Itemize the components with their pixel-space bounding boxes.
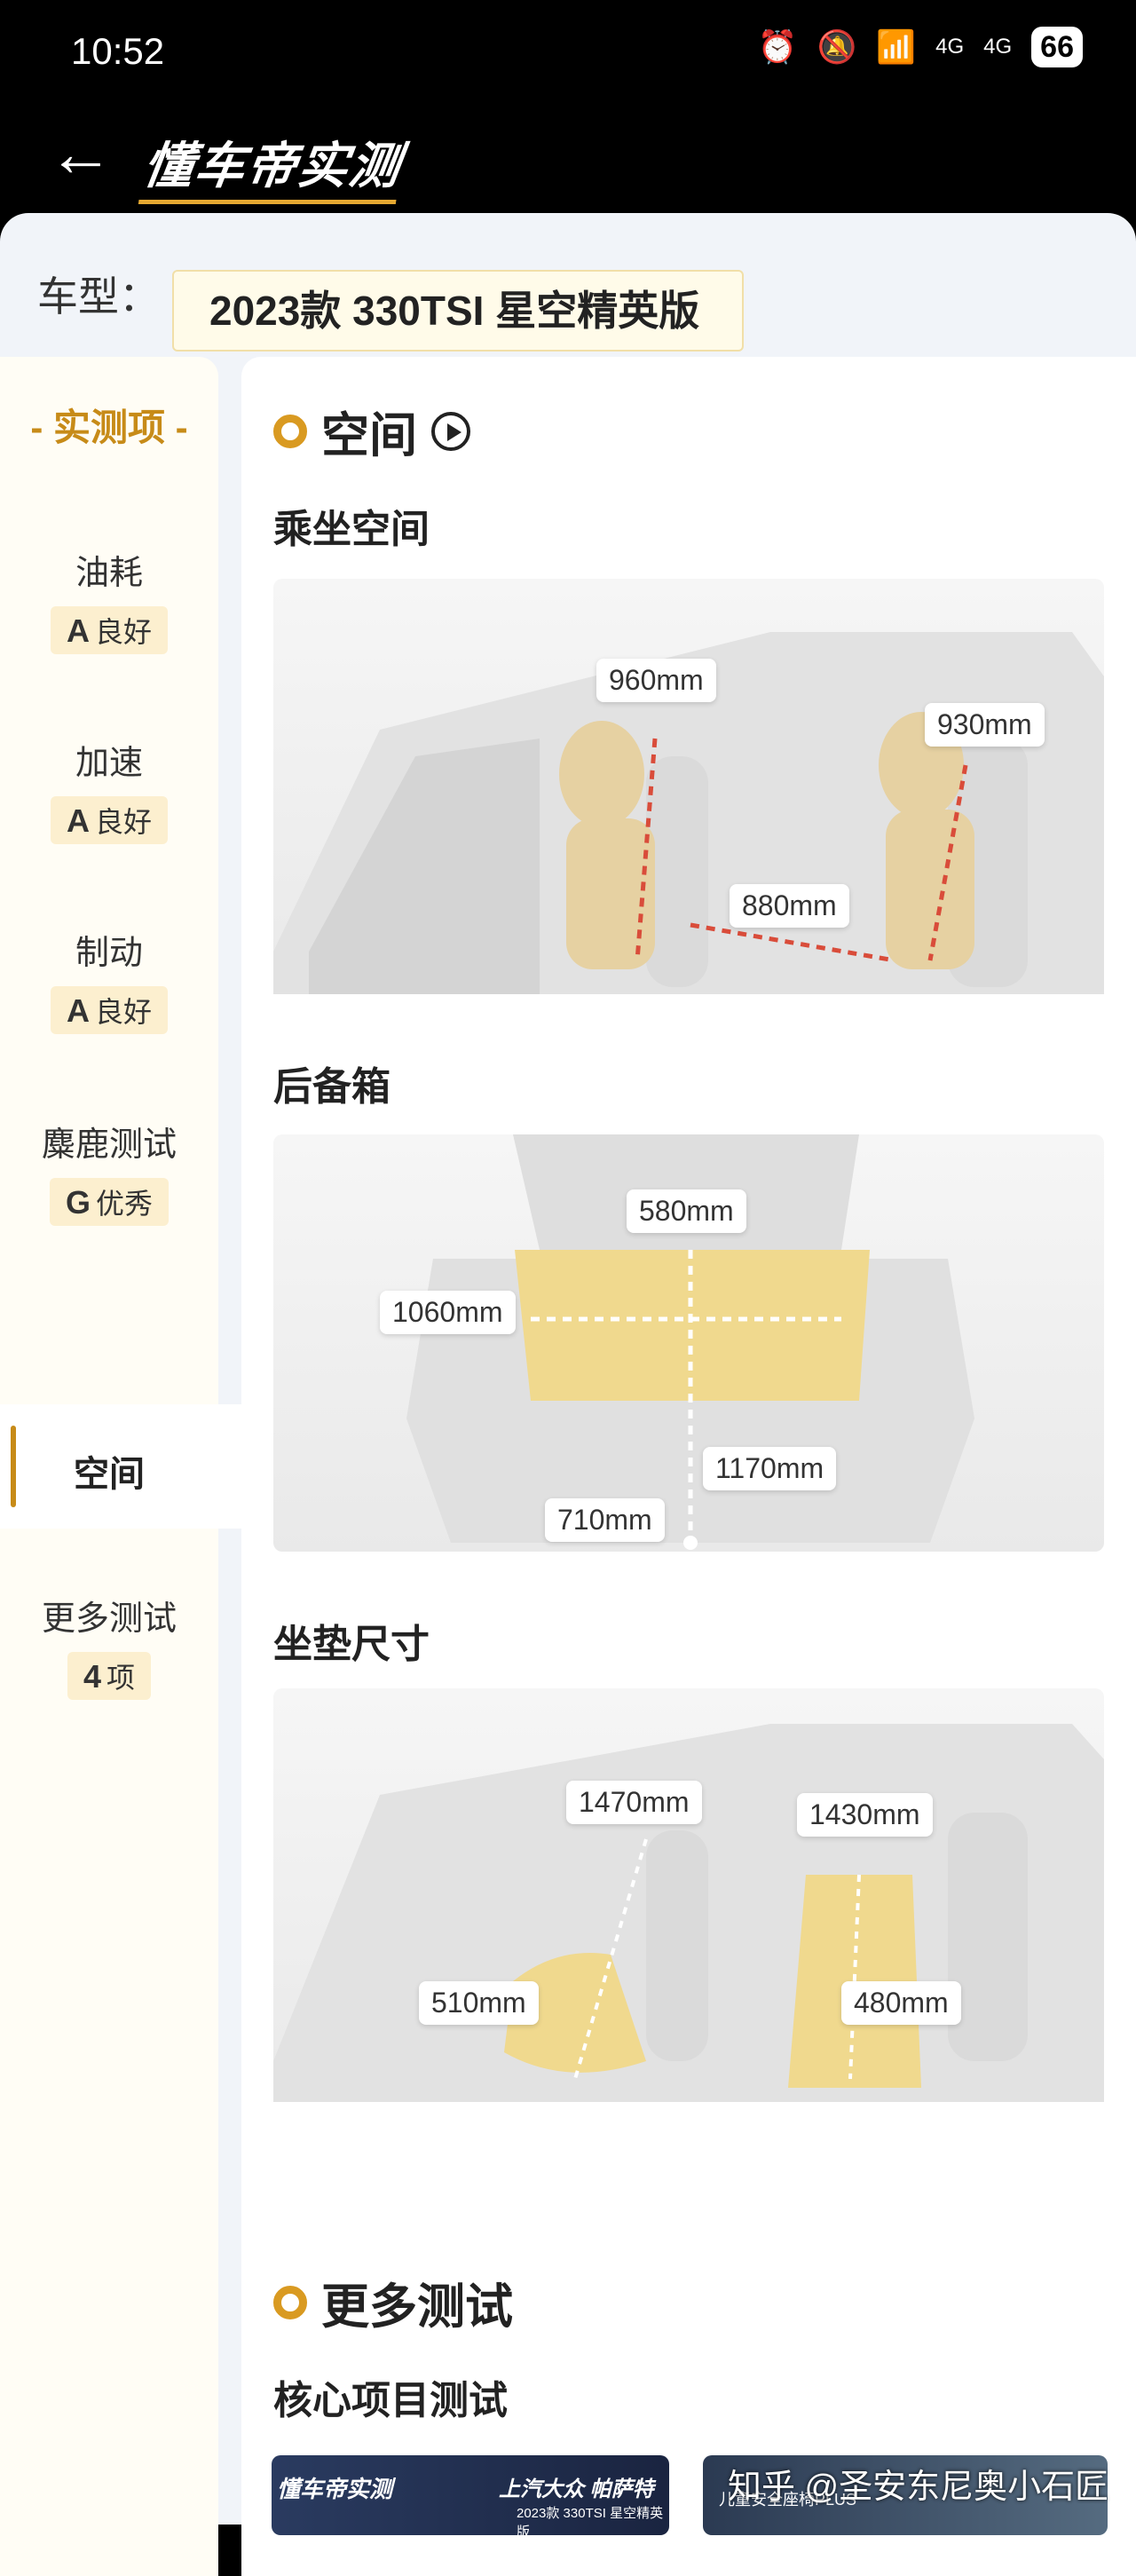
watermark: 知乎 @圣安东尼奥小石匠	[728, 2469, 1109, 2506]
cushion-image: 1470mm 1430mm 510mm 480mm	[273, 1688, 1104, 2102]
trunk-title: 后备箱	[273, 1065, 390, 1109]
trunk-depth-label: 580mm	[627, 1189, 746, 1233]
trunk-image: 580mm 1060mm 1170mm 710mm	[273, 1134, 1104, 1552]
section-ring-icon	[273, 2285, 307, 2319]
seating-illustration	[273, 632, 1104, 994]
sidebar-item-label: 加速	[75, 745, 143, 782]
mute-icon: 🔕	[816, 28, 857, 65]
rear-headroom-label: 930mm	[925, 703, 1045, 747]
seating-title: 乘坐空间	[273, 508, 430, 551]
status-icons: ⏰ 🔕 📶 4G 4G 66	[758, 27, 1083, 67]
status-time: 10:52	[71, 30, 165, 72]
alarm-icon: ⏰	[757, 28, 798, 65]
model-row: 车型： 2023款 330TSI 星空精英版	[0, 240, 1136, 352]
thumb-title: 上汽大众 帕萨特	[499, 2477, 654, 2501]
nav-bar: ← 懂车帝实测	[0, 103, 1136, 213]
trunk-sill-label: 710mm	[545, 1498, 665, 1542]
test-thumbnail-1[interactable]: 懂车帝实测 上汽大众 帕萨特 2023款 330TSI 星空精英版	[272, 2455, 669, 2540]
front-cushion-width-label: 510mm	[419, 1981, 539, 2025]
test-thumbnail-2[interactable]: 儿童安全座椅PLUS	[703, 2455, 1108, 2535]
wifi-icon: 📶	[876, 28, 917, 65]
play-icon[interactable]	[431, 411, 470, 451]
back-arrow-icon[interactable]: ←	[48, 116, 114, 190]
sidebar-item-label: 油耗	[75, 555, 143, 592]
sidebar-item-label: 麋鹿测试	[41, 1126, 177, 1164]
battery-icon: 66	[1031, 27, 1083, 67]
signal-4g-1: 4G	[935, 35, 965, 59]
section-title: 空间	[321, 409, 417, 462]
brand-logo: 懂车帝实测	[138, 126, 407, 204]
active-indicator	[11, 1426, 16, 1507]
rear-cushion-length-label: 1430mm	[797, 1793, 933, 1837]
cushion-illustration	[273, 1724, 1104, 2102]
model-label: 车型：	[37, 273, 160, 320]
sidebar-item-label: 空间	[74, 1455, 145, 1494]
thumb-title: 儿童安全座椅PLUS	[719, 2491, 857, 2509]
thumb-brand: 懂车帝实测	[277, 2476, 393, 2502]
thumb-subtitle: 2023款 330TSI 星空精英版	[517, 2506, 664, 2540]
front-headroom-label: 960mm	[596, 659, 716, 702]
sidebar-title: - 实测项 -	[30, 407, 188, 448]
seating-image: 960mm 930mm 880mm	[273, 579, 1104, 994]
rear-legroom-label: 880mm	[730, 884, 849, 928]
space-header: 空间	[273, 396, 470, 466]
front-cushion-length-label: 1470mm	[566, 1781, 702, 1824]
sidebar-item-space[interactable]: 空间	[0, 1404, 241, 1529]
status-bar: 10:52 ⏰ 🔕 📶 4G 4G 66	[0, 0, 1136, 103]
rear-cushion-width-label: 480mm	[841, 1981, 961, 2025]
cushion-title: 坐垫尺寸	[273, 1623, 430, 1666]
section-ring-icon	[273, 414, 307, 448]
section-title: 更多测试	[321, 2280, 513, 2334]
trunk-height-label: 1170mm	[703, 1447, 837, 1490]
sidebar-item-label: 更多测试	[41, 1600, 177, 1638]
model-selector[interactable]: 2023款 330TSI 星空精英版	[172, 270, 744, 352]
trunk-width-label: 1060mm	[380, 1291, 516, 1334]
sidebar-item-label: 制动	[75, 935, 143, 972]
signal-4g-2: 4G	[983, 35, 1013, 59]
space-section: 空间 乘坐空间 960mm 930mm 880mm 后备箱	[241, 357, 1136, 2310]
more-tests-header: 更多测试	[273, 2267, 513, 2337]
core-tests-title: 核心项目测试	[273, 2379, 508, 2422]
